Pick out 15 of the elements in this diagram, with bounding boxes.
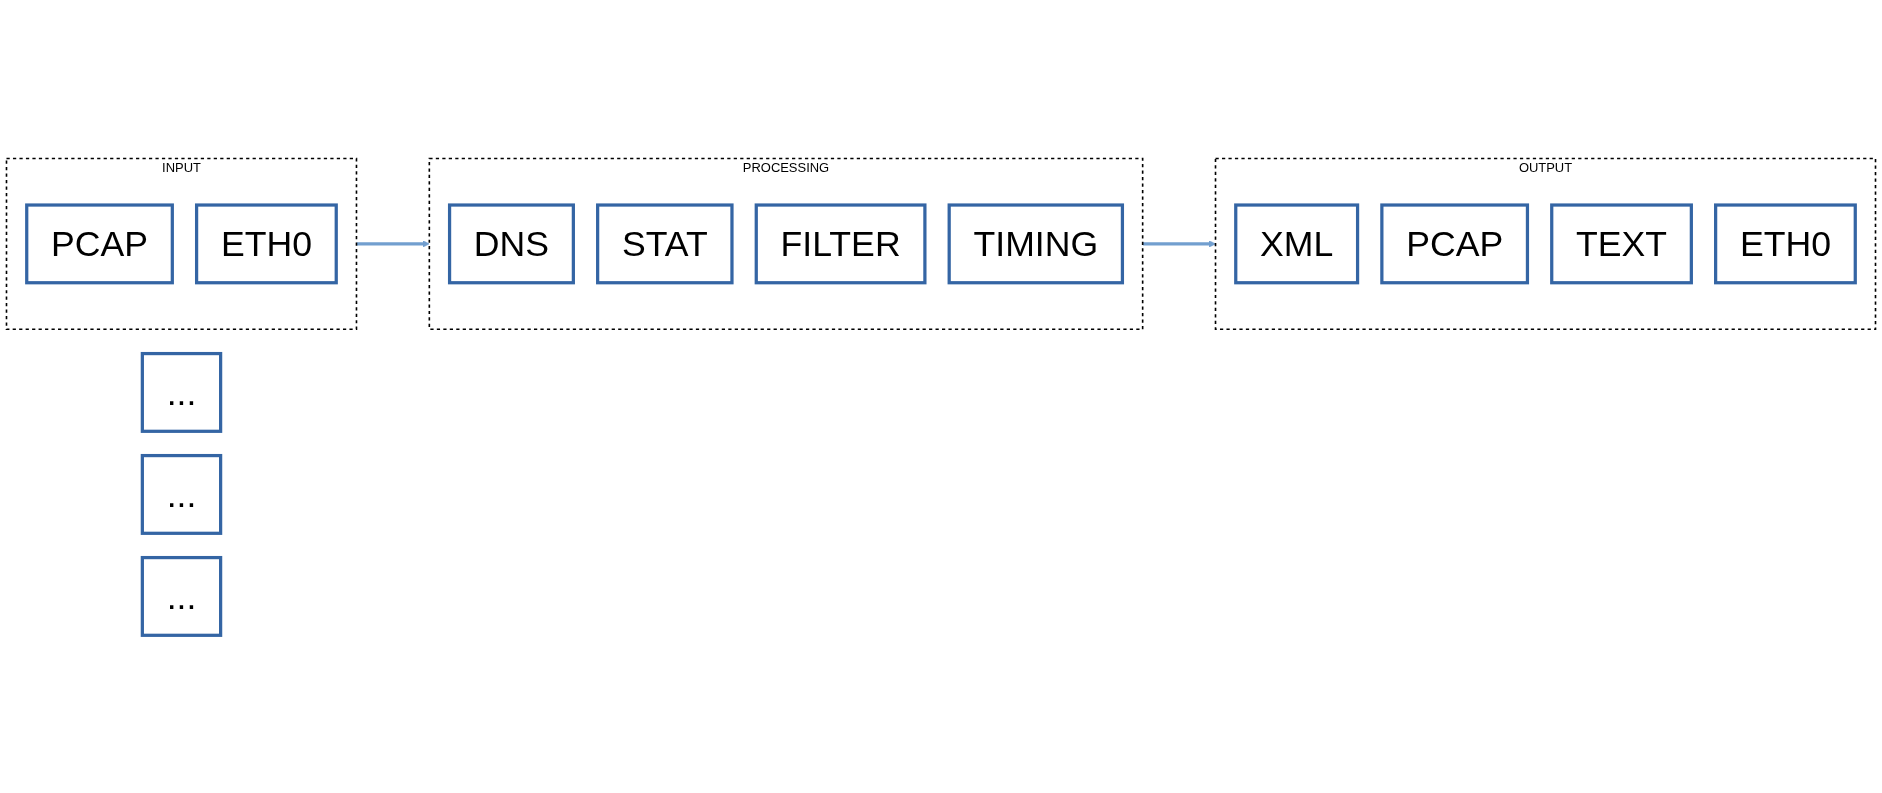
node-box: TIMING — [947, 203, 1125, 284]
arrow — [356, 239, 430, 248]
node-box: ... — [140, 351, 223, 433]
node-box: DNS — [447, 203, 575, 284]
node-box: TEXT — [1550, 203, 1693, 284]
node-box: ... — [140, 555, 223, 637]
node-box: FILTER — [754, 203, 927, 284]
node-box: ... — [140, 453, 223, 535]
node-box: STAT — [596, 203, 734, 284]
arrow — [1142, 239, 1216, 248]
node-box: XML — [1234, 203, 1360, 284]
node-box: ETH0 — [1714, 203, 1857, 284]
node-box: ETH0 — [195, 203, 338, 284]
node-box: PCAP — [25, 203, 174, 284]
node-box: PCAP — [1380, 203, 1530, 284]
